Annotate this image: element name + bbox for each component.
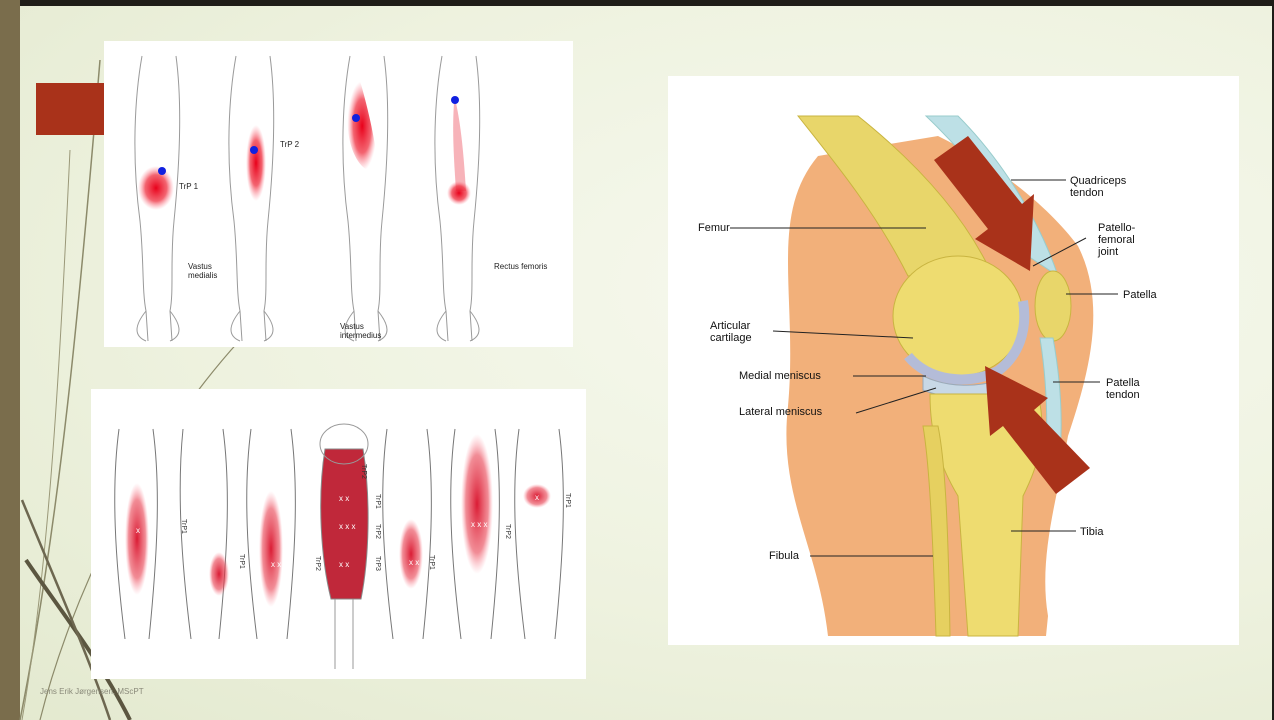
hamstring-trp-label: TrP1 (428, 555, 435, 570)
hamstring-trp-label: TrP3 (374, 556, 381, 571)
knee-anatomy-image: Femur Articular cartilage Medial meniscu… (668, 76, 1239, 645)
rectus-femoris-label: Rectus femoris (494, 262, 547, 271)
lateral-meniscus-label: Lateral meniscus (739, 406, 822, 418)
hamstring-trp-label: TrP2 (504, 524, 511, 539)
quadriceps-trigger-points-image: TrP 1 TrP 2 Vastus medialis Vastus inter… (104, 41, 573, 347)
trp2-label: TrP 2 (280, 140, 299, 149)
femur-label: Femur (698, 222, 730, 234)
svg-text:x x: x x (409, 558, 419, 567)
referred-pain-area (447, 181, 471, 205)
patella-shape (1035, 271, 1071, 341)
medial-meniscus-label: Medial meniscus (739, 370, 821, 382)
quadriceps-tendon-label: Quadriceps tendon (1070, 175, 1126, 199)
hamstring-trp-label: TrP2 (374, 524, 381, 539)
quadriceps-leg-figures (104, 41, 573, 347)
hamstring-leg-figures: x x x x x x x x x x x x x x x x (91, 389, 586, 679)
patella-label: Patella (1123, 289, 1157, 301)
patella-tendon-label: Patella tendon (1106, 377, 1140, 401)
svg-text:x: x (535, 493, 539, 502)
hamstring-trp-label: TrP1 (180, 519, 187, 534)
referred-pain-area (138, 166, 174, 210)
articular-cartilage-label: Articular cartilage (710, 320, 752, 344)
hamstring-trp-label: TrP2 (360, 464, 367, 479)
svg-text:x: x (136, 526, 140, 535)
hamstring-trigger-points-image: x x x x x x x x x x x x x x x x TrP1 TrP1 TrP… (91, 389, 586, 679)
trigger-point-marker (352, 114, 360, 122)
vastus-intermedius-label: Vastus intermedius (340, 322, 381, 340)
svg-text:x x x: x x x (339, 522, 355, 531)
fibula-label: Fibula (769, 550, 799, 562)
hamstring-trp-label: TrP1 (374, 494, 381, 509)
svg-text:x x: x x (339, 560, 349, 569)
svg-text:x x: x x (271, 560, 281, 569)
trigger-point-marker (451, 96, 459, 104)
hamstring-trp-label: TrP1 (238, 554, 245, 569)
patellofemoral-joint-label: Patello- femoral joint (1098, 222, 1135, 258)
vastus-medialis-label: Vastus medialis (188, 262, 217, 280)
knee-anatomy-illustration (668, 76, 1239, 645)
referred-pain-area (347, 81, 377, 171)
svg-text:x x: x x (339, 494, 349, 503)
leg-outline-2 (229, 56, 274, 341)
trigger-point-marker (250, 146, 258, 154)
trp1-label: TrP 1 (179, 182, 198, 191)
tibia-label: Tibia (1080, 526, 1103, 538)
slide-footer: Jens Erik Jørgensen, MScPT (40, 687, 144, 696)
referred-pain-area (246, 125, 266, 201)
hamstring-trp-label: TrP1 (564, 493, 571, 508)
svg-text:x x x: x x x (471, 520, 487, 529)
trigger-point-marker (158, 167, 166, 175)
hamstring-trp-label: TrP2 (314, 556, 321, 571)
